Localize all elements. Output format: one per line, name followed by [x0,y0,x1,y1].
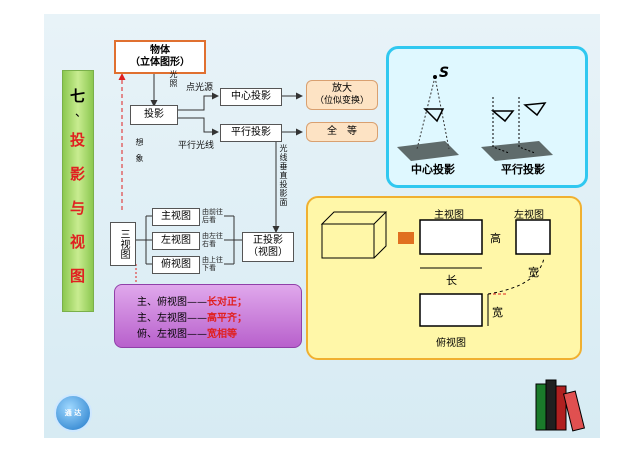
chapter-char: 视 [70,233,86,251]
scroll-rule-1-views: 主、俯视图—— [137,297,207,308]
central-caption: 中心投影 [411,163,455,176]
congruent-box: 全 等 [306,122,378,142]
projection-illustration-panel: S 中心投影 平行投影 [386,46,588,188]
chapter-char: 投 [70,131,86,149]
orthographic-box: 正投影 （视图） [242,232,294,262]
front-view-label: 主视图 [434,210,464,221]
chapter-number: 七 [70,87,86,105]
scroll-rule-3-text: 宽相等 [207,329,237,340]
top-view-box: 俯视图 [152,256,200,274]
imagine-label: 想象 [135,138,144,170]
three-view-label: 三视图 [118,229,129,259]
enlarge-box: 放大 （位似变换） [306,80,378,110]
width-bottom-label: 宽 [492,306,503,319]
books-icon [535,379,586,432]
width-right-label: 宽 [528,266,539,279]
top-view-direction: 由上往下看 [202,256,223,272]
logo-text: 通 达 [64,409,82,417]
parallel-projection-box: 平行投影 [220,124,282,142]
scroll-rule-3-views: 俯、左视图—— [137,329,207,340]
scroll-rule-1-text: 长对正； [207,297,247,308]
point-source-label: 点光源 [186,83,214,93]
chapter-char: 与 [70,199,86,217]
scroll-rule-2-text: 高平齐； [207,313,247,324]
scroll-rule-2-views: 主、左视图—— [137,313,207,324]
central-projection-box: 中心投影 [220,88,282,106]
chapter-separator: 、 [75,105,88,119]
object-title: 物体 [150,45,170,56]
ortho-subtitle: （视图） [248,247,288,258]
object-subtitle: （立体图形） [130,57,190,68]
parallel-caption: 平行投影 [501,163,545,176]
chapter-char: 影 [70,165,86,183]
object-box: 物体 （立体图形） [114,40,206,74]
enlarge-title: 放大 [332,83,352,94]
ortho-title: 正投影 [253,235,283,246]
slide: 七 、 投 影 与 视 图 [44,14,600,438]
scroll-rule-2: 主、左视图——高平齐； [137,309,247,324]
front-view-direction: 由前往后看 [202,208,223,224]
enlarge-subtitle: （位似变换） [314,96,369,106]
three-view-box: 三视图 [110,222,136,266]
light-label: 光照 [169,70,178,88]
logo-badge: 通 达 [54,394,92,432]
scroll-rule-3: 俯、左视图——宽相等 [137,325,237,340]
parallel-light-label: 平行光线 [178,141,215,151]
left-view-box: 左视图 [152,232,200,250]
front-view-box: 主视图 [152,208,200,226]
height-label: 高 [490,232,501,245]
top-view-label: 俯视图 [436,338,466,349]
rules-scroll: 主、俯视图——长对正； 主、左视图——高平齐； 俯、左视图——宽相等 [114,284,302,348]
three-view-drawing [320,211,551,327]
left-view-direction: 由左往右看 [202,232,223,248]
scroll-rule-1: 主、俯视图——长对正； [137,293,247,308]
flow-connectors [118,73,303,282]
perpendicular-label: 光线垂直投影面 [279,144,288,207]
chapter-char: 图 [70,267,86,285]
projection-box: 投影 [130,105,178,125]
source-s-label: S [439,65,450,81]
left-view-label: 左视图 [514,210,544,221]
length-label: 长 [446,274,457,287]
projection-illustration [397,75,553,161]
chapter-title-bar: 七 、 投 影 与 视 图 [62,70,94,312]
three-view-diagram-panel: 主视图 左视图 高 长 宽 宽 俯视图 [306,196,582,360]
